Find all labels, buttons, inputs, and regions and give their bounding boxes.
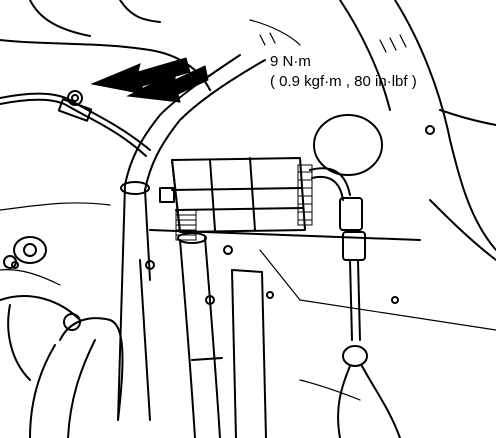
bracket-column	[231, 269, 267, 438]
pointer-arrows	[90, 57, 209, 103]
background-structure	[0, 0, 496, 421]
torque-value-nm: 9 N·m	[270, 53, 311, 70]
connector-assembly	[159, 157, 313, 241]
arrow-icon	[126, 65, 209, 103]
mounting-bolts	[11, 125, 435, 305]
torque-specification: 9 N·m ( 0.9 kgf·m , 80 in·lbf )	[270, 52, 417, 92]
lower-left-hose	[3, 236, 124, 438]
torque-value-alt-units: ( 0.9 kgf·m , 80 in·lbf )	[270, 73, 417, 90]
upper-hose	[117, 54, 266, 421]
ground-cable	[0, 90, 151, 157]
right-wire-harness	[299, 114, 401, 438]
center-hose	[177, 232, 223, 438]
